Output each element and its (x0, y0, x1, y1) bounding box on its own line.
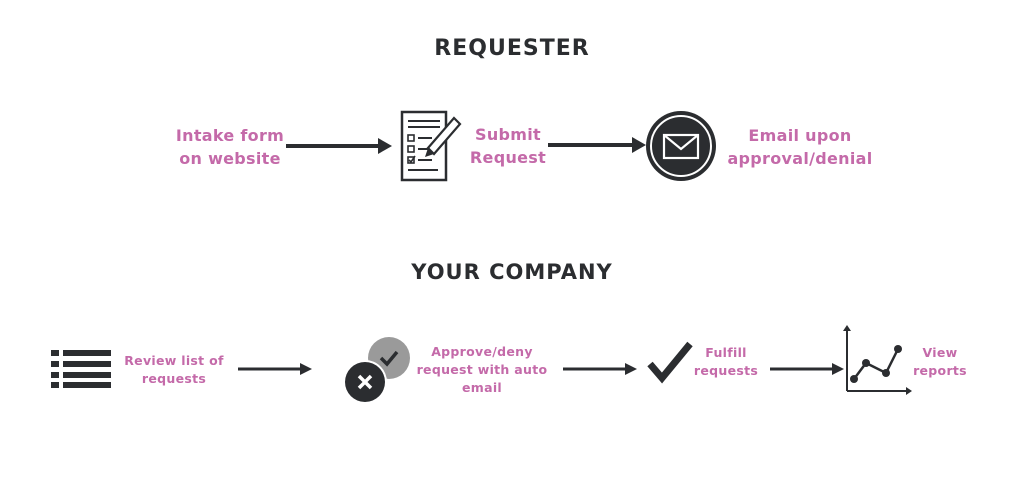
arrow-submit-to-email (548, 137, 646, 153)
arrow-fulfill-to-reports (770, 363, 844, 375)
line-chart-icon (843, 325, 912, 395)
envelope-icon (646, 111, 716, 181)
step-intake-form-label: Intake form on website (175, 126, 285, 168)
step-view-reports-label: View reports (913, 345, 967, 378)
step-review-list-label: Review list of requests (124, 353, 224, 386)
step-email-label: Email upon approval/denial (727, 126, 873, 168)
step-submit-request-label: Submit Request (469, 125, 547, 167)
arrow-intake-to-submit (286, 138, 392, 154)
step-fulfill-label: Fulfill requests (693, 345, 759, 378)
step-approve-deny-label: Approve/deny request with auto email (416, 344, 548, 395)
approve-deny-icon (343, 337, 410, 404)
list-icon (51, 350, 111, 388)
checkmark-icon (647, 341, 693, 384)
company-title: YOUR COMPANY (411, 260, 613, 284)
arrow-review-to-approve (238, 363, 312, 375)
requester-title: REQUESTER (434, 36, 590, 61)
arrow-approve-to-fulfill (563, 363, 637, 375)
form-checklist-icon (400, 110, 462, 182)
